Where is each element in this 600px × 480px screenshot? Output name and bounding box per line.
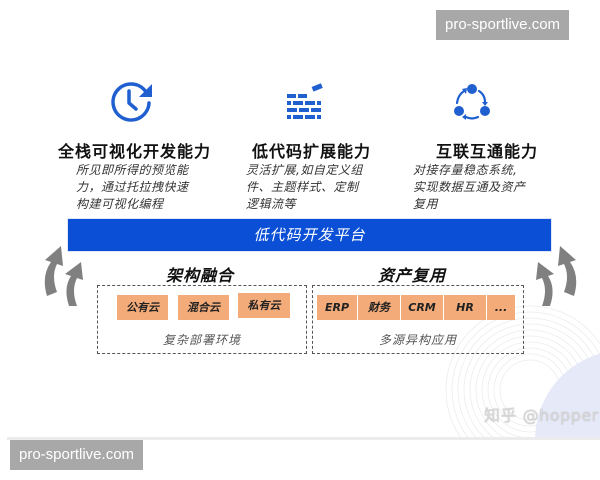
- tag-public-cloud: 公有云: [117, 295, 168, 320]
- clock-refresh-icon: [111, 82, 152, 122]
- cycle-share-icon: [454, 84, 490, 120]
- feature-desc: 所见即所得的预览能 力，通过托拉拽快速 构建可视化编程: [76, 163, 189, 211]
- feature-title: 全栈可视化开发能力: [58, 142, 212, 161]
- feature-desc: 对接存量稳态系统, 实现数据互通及资产 复用: [413, 163, 526, 211]
- tag-erp: ERP: [317, 295, 357, 320]
- deployment-box: [97, 285, 307, 354]
- curved-up-arrows-right-icon: [536, 246, 577, 306]
- feature-desc: 灵活扩展,如自定义组 件、主题样式、定制 逻辑流等: [246, 163, 363, 211]
- apps-box: [312, 285, 524, 354]
- tag-more: ...: [487, 295, 515, 320]
- section-label: 资产复用: [378, 266, 447, 285]
- brick-wall-icon: [287, 83, 323, 119]
- watermark-bottom: pro-sportlive.com: [10, 440, 144, 470]
- box-caption: 多源异构应用: [378, 333, 457, 347]
- zhihu-credit: 知乎 @hopper: [484, 406, 599, 425]
- bottom-divider: [7, 437, 600, 440]
- tag-crm: CRM: [401, 295, 443, 320]
- feature-title: 低代码扩展能力: [252, 142, 372, 161]
- platform-bar: 低代码开发平台: [68, 219, 551, 251]
- tag-finance: 财务: [358, 295, 400, 320]
- feature-title: 互联互通能力: [436, 142, 539, 161]
- curved-up-arrows-left-icon: [44, 246, 83, 306]
- box-caption: 复杂部署环境: [162, 333, 241, 347]
- decorative-circles: [445, 305, 600, 437]
- tag-hybrid-cloud: 混合云: [178, 295, 229, 320]
- watermark-top: pro-sportlive.com: [436, 10, 570, 40]
- section-label: 架构融合: [166, 266, 235, 285]
- tag-private-cloud: 私有云: [238, 293, 290, 318]
- tag-hr: HR: [444, 295, 486, 320]
